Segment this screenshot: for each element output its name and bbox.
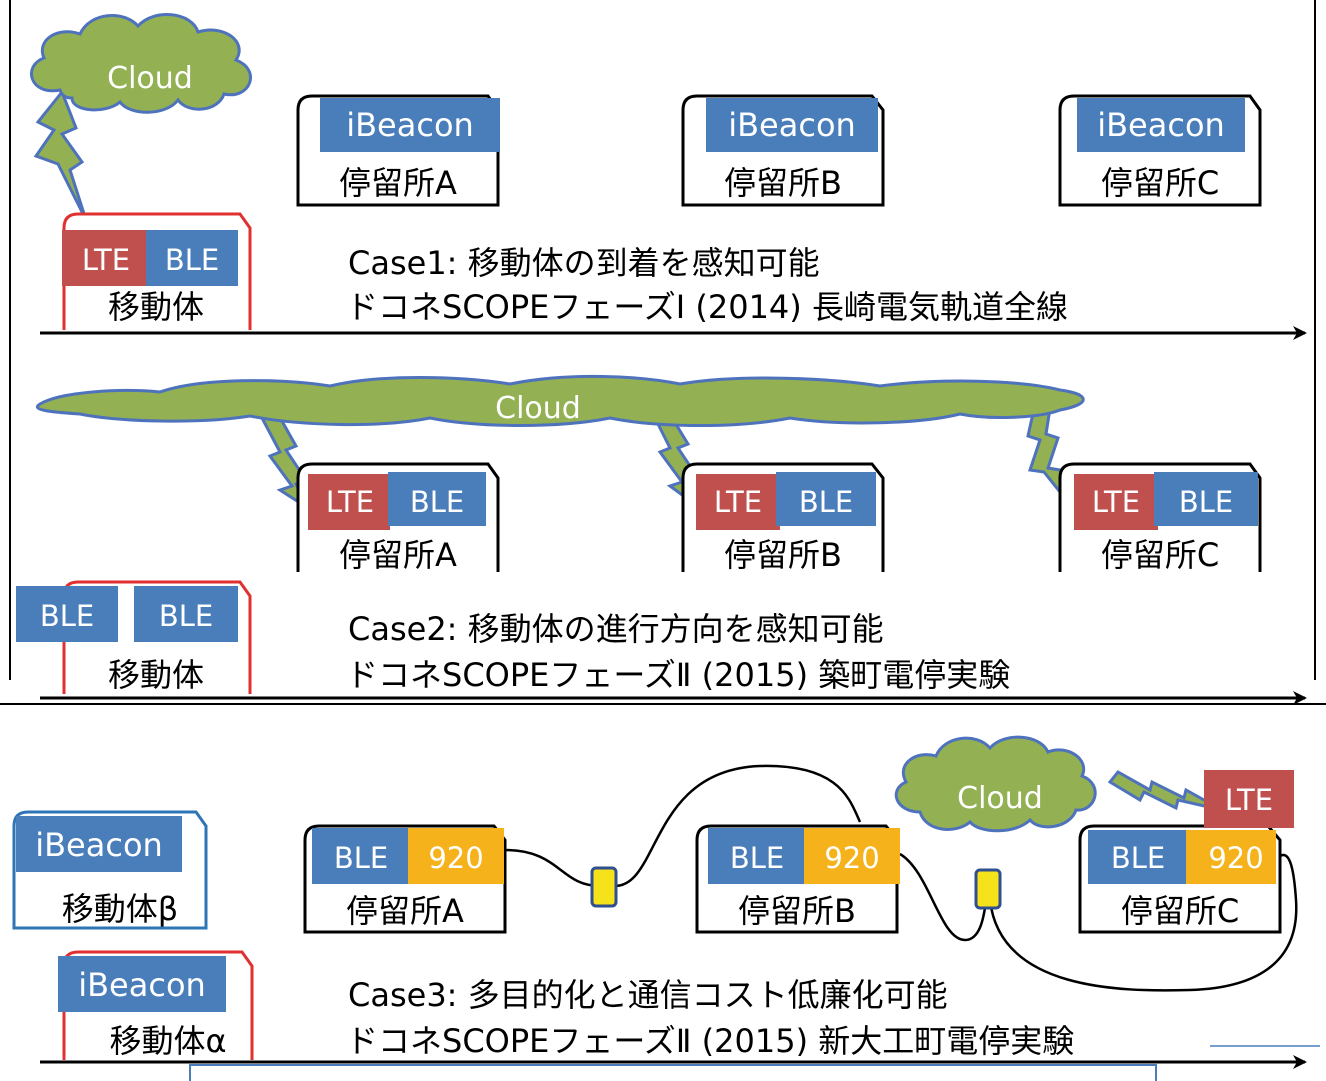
stop-name: 停留所C <box>1101 536 1219 574</box>
stop-name: 停留所A <box>339 536 457 574</box>
case2-vehicle: BLE BLE 移動体 <box>16 580 252 694</box>
case3-cloud-label: Cloud <box>957 781 1043 816</box>
ibeacon-module <box>320 98 500 152</box>
cloud-icon <box>29 13 252 114</box>
ble-module-left <box>16 586 118 642</box>
ble-module <box>776 472 876 526</box>
svg-text:LTE: LTE <box>1225 783 1273 817</box>
case3-stop-b: BLE 920 停留所B <box>695 824 900 934</box>
case1-stop-c: iBeacon 停留所C <box>1058 94 1262 207</box>
svg-text:LTE: LTE <box>326 485 374 519</box>
stop-name: 停留所B <box>738 892 856 930</box>
svg-text:LTE: LTE <box>1092 485 1140 519</box>
case3-subtitle: ドコネSCOPEフェーズⅡ (2015) 新大工町電停実験 <box>346 1022 1074 1060</box>
lte-module <box>62 230 150 286</box>
vehicle-name: 移動体 <box>108 656 204 694</box>
freq-920-module <box>1186 830 1276 884</box>
case3-vehicle-beta: iBeacon 移動体β <box>12 810 208 930</box>
case3-stop-c: BLE 920 停留所C <box>1078 824 1282 934</box>
case1-vehicle: LTE BLE 移動体 <box>62 212 252 330</box>
ble-module <box>1088 830 1188 884</box>
ble-module <box>312 828 410 884</box>
svg-text:BLE: BLE <box>334 841 388 875</box>
svg-text:920: 920 <box>1208 841 1263 875</box>
case1-stop-a: iBeacon 停留所A <box>296 94 500 207</box>
svg-text:iBeacon: iBeacon <box>346 106 474 144</box>
svg-text:iBeacon: iBeacon <box>1097 106 1225 144</box>
svg-text:BLE: BLE <box>165 243 219 277</box>
case2-stop-b: LTE BLE 停留所B <box>681 462 885 574</box>
vehicle-name: 移動体α <box>109 1022 226 1060</box>
lte-module <box>308 474 390 530</box>
cloud-icon <box>36 374 1085 427</box>
case3-stop-a: BLE 920 停留所A <box>303 824 507 934</box>
case2-stop-a: LTE BLE 停留所A <box>296 462 500 574</box>
ibeacon-module <box>1077 98 1245 152</box>
case1-cloud-label: Cloud <box>107 61 193 96</box>
ble-module <box>708 828 806 884</box>
repeater-node-icon <box>974 868 1002 910</box>
ibeacon-module <box>16 816 182 872</box>
svg-text:iBeacon: iBeacon <box>78 966 206 1004</box>
case2-title: Case2: 移動体の進行方向を感知可能 <box>348 610 884 648</box>
svg-text:LTE: LTE <box>82 243 130 277</box>
stop-name: 停留所C <box>1101 164 1219 202</box>
ble-module <box>146 230 238 286</box>
case2-stop-c: LTE BLE 停留所C <box>1058 462 1262 574</box>
svg-text:920: 920 <box>824 841 879 875</box>
svg-text:BLE: BLE <box>799 485 853 519</box>
repeater-node-icon <box>590 866 618 908</box>
ibeacon-module <box>706 98 878 152</box>
case3-vehicle-alpha: iBeacon 移動体α <box>58 950 254 1060</box>
case2-subtitle: ドコネSCOPEフェーズⅡ (2015) 築町電停実験 <box>346 656 1010 694</box>
case1-section: Cloud iBeacon 停留所A iBeacon 停留所B iBeacon … <box>29 13 1307 340</box>
case1-subtitle: ドコネSCOPEフェーズⅠ (2014) 長崎電気軌道全線 <box>346 288 1068 326</box>
ibeacon-module <box>58 956 226 1012</box>
case3-section: BLE 920 停留所A BLE 920 停留所B BLE 920 停留所C C… <box>12 735 1307 1069</box>
svg-text:iBeacon: iBeacon <box>728 106 856 144</box>
vehicle-name: 移動体β <box>62 890 178 928</box>
case1-stop-b: iBeacon 停留所B <box>681 94 885 207</box>
svg-text:920: 920 <box>428 841 483 875</box>
lightning-icon <box>33 89 88 221</box>
svg-text:iBeacon: iBeacon <box>35 826 163 864</box>
ble-module <box>388 472 486 526</box>
svg-text:BLE: BLE <box>1179 485 1233 519</box>
lte-module <box>1074 474 1158 530</box>
freq-920-module <box>804 828 900 884</box>
stop-name: 停留所B <box>724 536 842 574</box>
svg-text:BLE: BLE <box>730 841 784 875</box>
lte-module <box>1204 770 1294 828</box>
svg-text:BLE: BLE <box>159 599 213 633</box>
vehicle-name: 移動体 <box>108 288 204 326</box>
freq-920-module <box>408 828 504 884</box>
ble-module-right <box>134 586 238 642</box>
svg-text:BLE: BLE <box>1111 841 1165 875</box>
case3-title: Case3: 多目的化と通信コスト低廉化可能 <box>348 976 948 1014</box>
svg-text:BLE: BLE <box>40 599 94 633</box>
stop-name: 停留所A <box>346 892 464 930</box>
svg-text:LTE: LTE <box>714 485 762 519</box>
svg-text:BLE: BLE <box>410 485 464 519</box>
stop-name: 停留所A <box>339 164 457 202</box>
stop-name: 停留所C <box>1121 892 1239 930</box>
case2-section: Cloud LTE BLE 停留所A LTE BLE 停留所B LTE BLE … <box>16 374 1307 705</box>
lte-module <box>696 474 780 530</box>
cloud-icon <box>894 735 1097 833</box>
case2-cloud-label: Cloud <box>495 391 581 426</box>
stop-name: 停留所B <box>724 164 842 202</box>
case1-title: Case1: 移動体の到着を感知可能 <box>348 244 820 282</box>
ble-module <box>1154 472 1258 526</box>
